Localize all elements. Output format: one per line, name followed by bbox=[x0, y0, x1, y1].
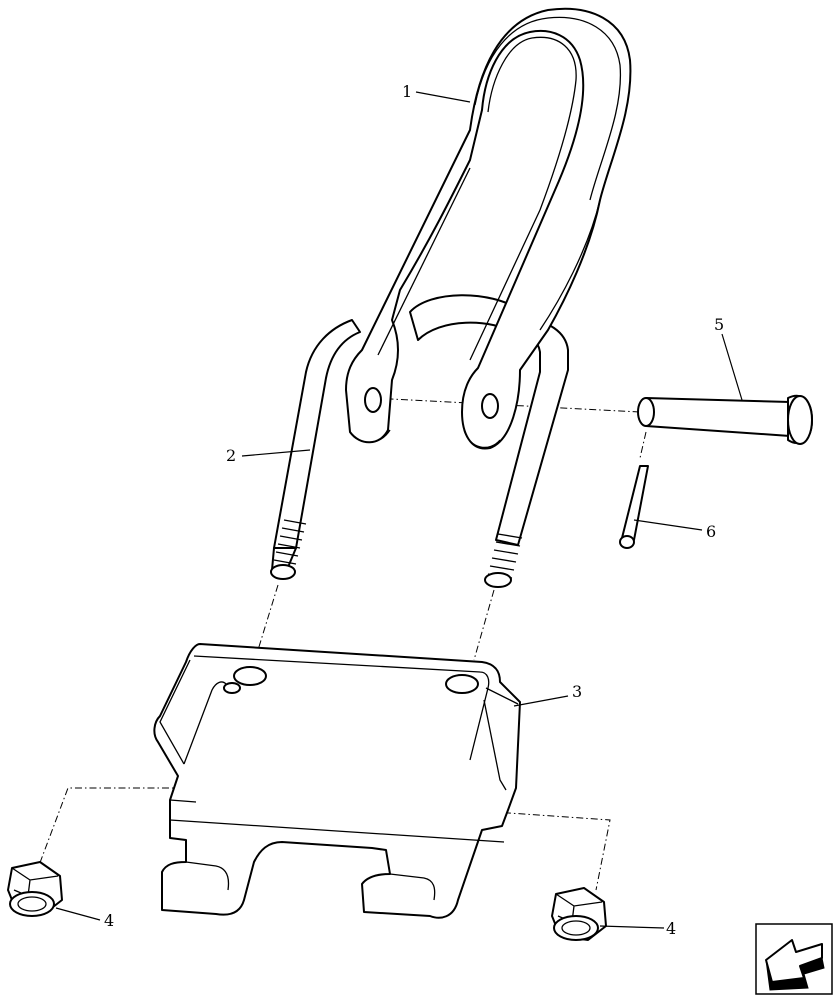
callout-labels: 1 2 3 4 4 5 6 bbox=[104, 82, 724, 938]
callout-3: 3 bbox=[572, 682, 582, 701]
hex-nut-right bbox=[551, 887, 607, 941]
callout-4-right: 4 bbox=[666, 919, 676, 938]
callout-6: 6 bbox=[706, 522, 716, 541]
callout-4-left: 4 bbox=[104, 911, 114, 930]
callout-1: 1 bbox=[402, 82, 412, 101]
bolt-thread-left bbox=[270, 519, 307, 580]
bolt-thread-right bbox=[484, 533, 523, 588]
clevis-pin bbox=[637, 394, 813, 445]
mounting-plate bbox=[153, 643, 521, 919]
previous-page-arrow-icon[interactable] bbox=[755, 923, 833, 995]
hex-nut-left bbox=[7, 861, 63, 917]
hitch-loop-bracket bbox=[345, 7, 632, 450]
callout-5: 5 bbox=[714, 315, 724, 334]
callout-2: 2 bbox=[226, 446, 236, 465]
cotter-pin bbox=[619, 465, 649, 549]
callout-leaders bbox=[55, 91, 743, 929]
u-bolt bbox=[270, 294, 569, 588]
